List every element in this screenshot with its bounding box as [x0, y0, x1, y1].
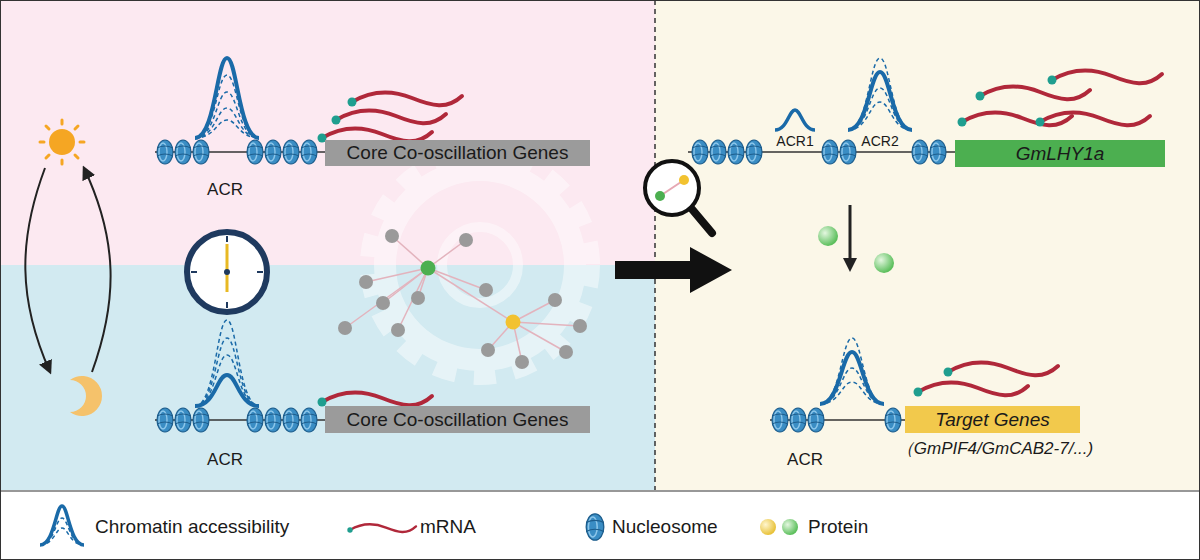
gene-box: Target Genes [905, 406, 1080, 433]
region-label: ACR [207, 180, 243, 200]
region-label: ACR [207, 450, 243, 470]
region-label: ACR1 [776, 133, 813, 149]
gene-box: Core Co-oscillation Genes [325, 140, 590, 166]
gene-name: Target Genes [935, 409, 1049, 431]
clock-icon [187, 232, 267, 312]
gene-box: Core Co-oscillation Genes [325, 406, 590, 433]
region-label: ACR [787, 450, 823, 470]
legend-text: Nucleosome [612, 516, 718, 538]
magnifier-icon [645, 161, 712, 233]
legend-text: mRNA [420, 516, 476, 538]
flow-arrow [615, 247, 732, 293]
legend-text: Protein [808, 516, 868, 538]
region-label: ACR2 [861, 133, 898, 149]
legend-text: Chromatin accessibility [95, 516, 289, 538]
coexpression-network [338, 229, 587, 369]
legend-samples [40, 506, 798, 545]
dna-lhy-locus [688, 58, 1162, 164]
gene-name: Core Co-oscillation Genes [347, 409, 569, 431]
gear-watermark [368, 153, 592, 377]
protein-regulation [818, 205, 894, 273]
gene-name: Core Co-oscillation Genes [347, 142, 569, 164]
gene-name: GmLHY1a [1016, 143, 1105, 165]
region-label: （GmPIF4/GmCAB2-7/...) [897, 437, 1093, 460]
day-night-cycle [25, 120, 110, 416]
gene-box: GmLHY1a [955, 140, 1165, 167]
